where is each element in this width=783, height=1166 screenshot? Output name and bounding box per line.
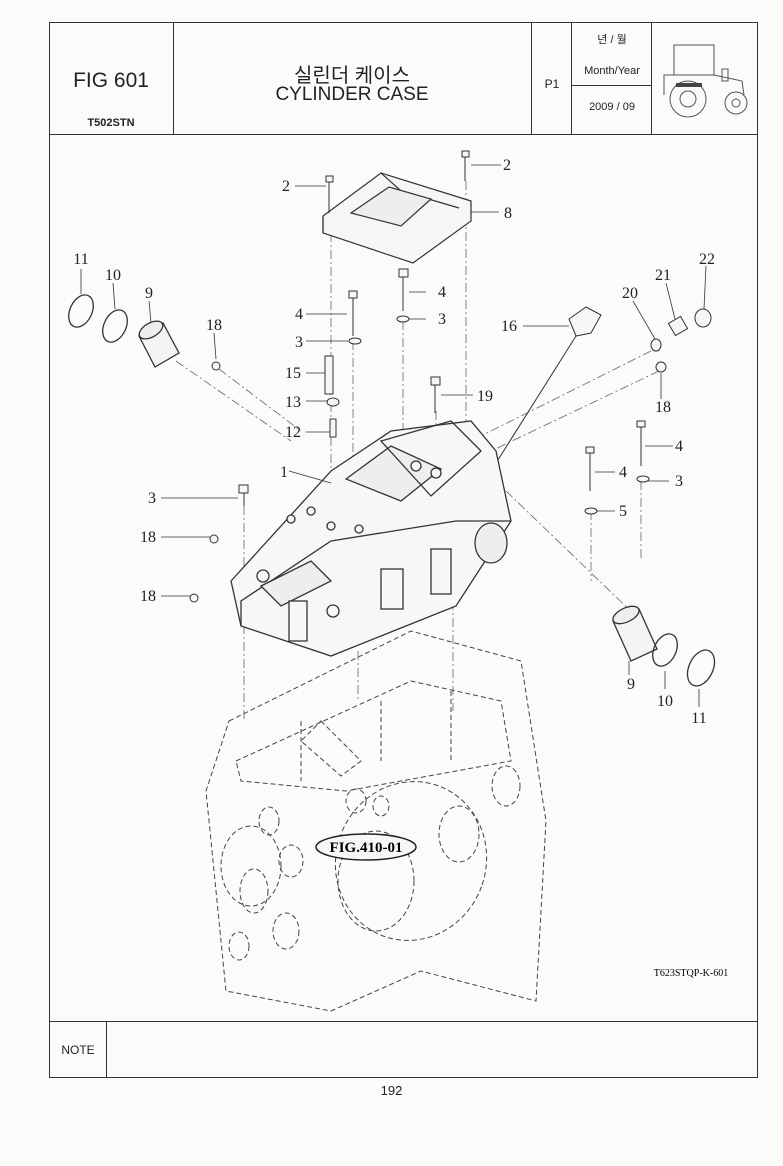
callout-4: 4 xyxy=(295,306,303,323)
callout-19: 19 xyxy=(477,388,493,405)
callout-3: 3 xyxy=(295,334,303,351)
model-code: T502STN xyxy=(87,117,135,129)
callout-18: 18 xyxy=(655,399,671,416)
title-korean: 실린더 케이스 xyxy=(294,65,410,87)
callout-16: 16 xyxy=(501,318,517,335)
title-cell: 실린더 케이스 CYLINDER CASE xyxy=(174,23,532,134)
page-number: 192 xyxy=(380,1083,403,1098)
callout-18: 18 xyxy=(140,588,156,605)
callout-8: 8 xyxy=(504,205,512,222)
date-value: 2009 / 09 xyxy=(589,101,635,113)
callout-4: 4 xyxy=(619,464,627,481)
reference-label: FIG.410-01 xyxy=(330,840,403,856)
callout-15: 15 xyxy=(285,365,301,382)
fig-number: FIG 601 xyxy=(73,69,149,92)
callout-18: 18 xyxy=(140,529,156,546)
tractor-cell xyxy=(652,23,757,134)
title-block: FIG 601 T502STN 실린더 케이스 CYLINDER CASE P1… xyxy=(50,23,757,135)
date-label-english: Month/Year xyxy=(584,65,640,77)
page-cell: P1 xyxy=(532,23,572,134)
page-label: P1 xyxy=(544,77,560,91)
page-frame: FIG 601 T502STN 실린더 케이스 CYLINDER CASE P1… xyxy=(49,22,758,1078)
callout-1: 1 xyxy=(280,464,288,481)
callout-4: 4 xyxy=(675,438,683,455)
callout-21: 21 xyxy=(655,267,671,284)
date-cell: 년 / 월 Month/Year 2009 / 09 xyxy=(572,23,652,134)
callout-5: 5 xyxy=(619,503,627,520)
title-english: CYLINDER CASE xyxy=(275,84,429,105)
callout-2: 2 xyxy=(282,178,290,195)
callout-11: 11 xyxy=(73,251,88,268)
drawing-code: T623STQP-K-601 xyxy=(654,968,728,979)
callout-22: 22 xyxy=(699,251,715,268)
callout-18: 18 xyxy=(206,317,222,334)
callout-2: 2 xyxy=(503,157,511,174)
callout-10: 10 xyxy=(105,267,121,284)
callout-11: 11 xyxy=(691,710,706,727)
callout-9: 9 xyxy=(627,676,635,693)
callout-3: 3 xyxy=(148,490,156,507)
callout-3: 3 xyxy=(675,473,683,490)
callout-12: 12 xyxy=(285,424,301,441)
callout-13: 13 xyxy=(285,394,301,411)
callout-3: 3 xyxy=(438,311,446,328)
date-divider xyxy=(572,85,652,86)
callout-9: 9 xyxy=(145,285,153,302)
tractor-icon xyxy=(663,44,748,118)
callout-10: 10 xyxy=(657,693,673,710)
date-label-korean: 년 / 월 xyxy=(597,34,627,46)
note-section: NOTE xyxy=(50,1021,757,1078)
fig-cell: FIG 601 T502STN xyxy=(50,23,174,134)
note-label: NOTE xyxy=(50,1022,107,1078)
callout-4: 4 xyxy=(438,284,446,301)
callout-20: 20 xyxy=(622,285,638,302)
exploded-parts-diagram: 2281110918434316202122151312181914435318… xyxy=(68,150,728,1012)
